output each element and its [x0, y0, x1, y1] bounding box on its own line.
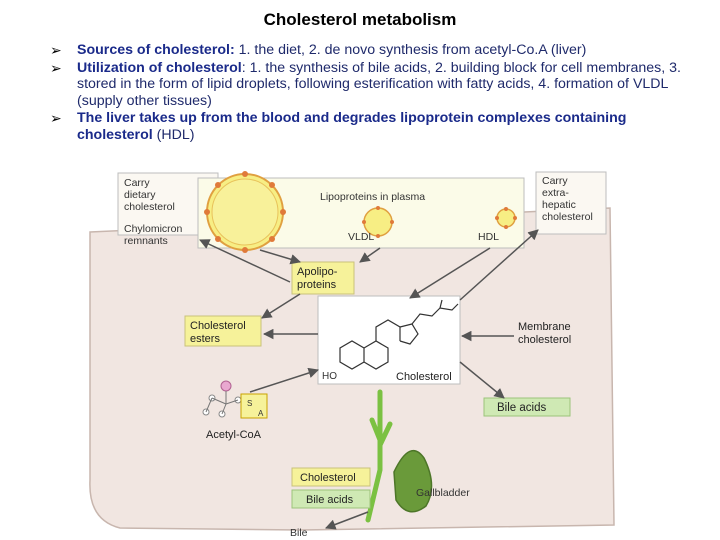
bullet-lead: Sources of cholesterol: — [77, 42, 235, 58]
carry-dietary-label: dietary — [124, 189, 156, 201]
vldl-label: VLDL — [348, 231, 374, 243]
slide-title: Cholesterol metabolism — [263, 10, 457, 29]
carry-extra-label: extra- — [542, 187, 569, 199]
hdl-particle — [496, 208, 516, 228]
bullet-item: ➢ Utilization of cholesterol: 1. the syn… — [50, 60, 700, 110]
arrow-bullet-icon: ➢ — [50, 59, 62, 76]
bullet-lead: Utilization of cholesterol — [77, 59, 242, 76]
lipoproteins-plasma-label: Lipoproteins in plasma — [320, 191, 425, 203]
apolipoproteins-box — [291, 261, 355, 295]
chylomicron-label: remnants — [124, 235, 168, 247]
vldl-dots — [362, 206, 394, 238]
flow-arrows — [199, 229, 539, 399]
carry-extra-label: Carry — [542, 175, 568, 187]
hdl-dots — [495, 207, 517, 229]
carry-extra-label: cholesterol — [542, 211, 593, 223]
s-label: S — [247, 399, 252, 408]
arrow-bullet-icon: ➢ — [50, 42, 62, 58]
apolipoprotein-dots — [204, 171, 286, 253]
bullet-item: ➢ The liver takes up from the blood and … — [50, 110, 700, 143]
chylomicron-label: Chylomicron — [124, 223, 183, 235]
gallbladder-label: Gallbladder — [416, 487, 470, 499]
steroid-structure — [339, 299, 459, 370]
bullet-text: (HDL) — [152, 126, 195, 143]
membrane-cholesterol-label: cholesterol — [518, 334, 571, 346]
cholesterol-structure-box — [317, 295, 461, 385]
bile-acids-bottom-box — [291, 489, 371, 509]
bullet-item: ➢ Sources of cholesterol: 1. the diet, 2… — [50, 42, 700, 59]
cholesterol-bottom-box — [291, 467, 371, 487]
bile-acids-right-box — [483, 397, 571, 417]
bile-acids-right-label: Bile acids — [497, 402, 546, 414]
gallbladder-shape — [393, 449, 433, 513]
apolipoproteins-label: Apolipo- — [297, 266, 338, 278]
cholesterol-esters-label: Cholesterol — [190, 320, 246, 332]
bile-duct — [365, 389, 393, 523]
chylomicron-core — [211, 178, 279, 246]
apolipoproteins-label: proteins — [297, 279, 337, 291]
hdl-label: HDL — [478, 231, 499, 243]
carry-extra-label: hepatic — [542, 199, 576, 211]
cholesterol-esters-label: esters — [190, 333, 220, 345]
carry-dietary-label: cholesterol — [124, 201, 175, 213]
bile-label: Bile — [290, 527, 308, 539]
carry-dietary-label: Carry — [124, 177, 150, 189]
acetyl-coa-molecule — [202, 380, 268, 419]
a-label: A — [258, 409, 264, 418]
acetyl-coa-label: Acetyl-CoA — [206, 429, 262, 441]
arrow-bullet-icon: ➢ — [50, 110, 62, 126]
bullet-text: 1. the diet, 2. de novo synthesis from a… — [234, 42, 587, 58]
cholesterol-bottom-label: Cholesterol — [300, 472, 356, 484]
ho-label: HO — [322, 371, 337, 382]
cholesterol-center-label: Cholesterol — [396, 371, 452, 383]
bile-arrow — [325, 511, 369, 530]
bullet-list: ➢ Sources of cholesterol: 1. the diet, 2… — [50, 42, 700, 144]
bile-acids-bottom-label: Bile acids — [306, 494, 354, 506]
cholesterol-esters-box — [184, 315, 262, 347]
membrane-cholesterol-label: Membrane — [518, 321, 571, 333]
bullet-lead: The liver takes up from the blood and de… — [77, 110, 627, 143]
bullet-text: : 1. the synthesis of bile acids, 2. bui… — [77, 59, 681, 109]
carry-extra-box — [535, 171, 607, 235]
